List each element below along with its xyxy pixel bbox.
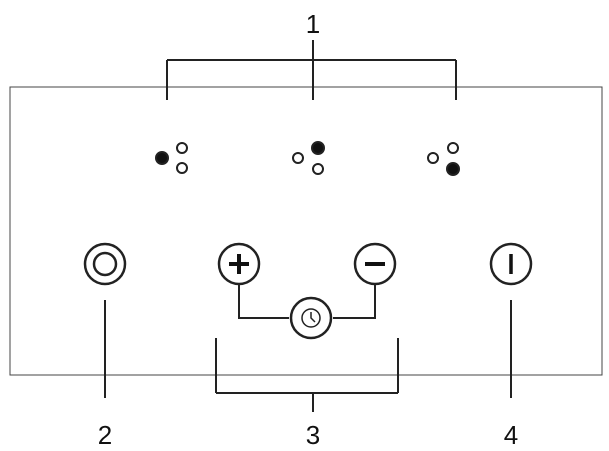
indicator-middle bbox=[292, 141, 325, 175]
minus-button[interactable] bbox=[353, 242, 397, 286]
indicator-right bbox=[427, 142, 460, 176]
callout-label-1: 1 bbox=[306, 9, 320, 39]
control-panel-outline bbox=[9, 86, 603, 376]
callout-label-2: 2 bbox=[98, 420, 112, 450]
callout-1-bracket bbox=[166, 40, 457, 100]
clock-icon bbox=[301, 308, 321, 328]
indicator-left bbox=[155, 142, 188, 174]
callout-3-bracket bbox=[215, 338, 399, 412]
plus-button[interactable] bbox=[217, 242, 261, 286]
timer-button[interactable] bbox=[289, 296, 333, 340]
plus-icon bbox=[229, 254, 249, 274]
callout-label-4: 4 bbox=[504, 420, 518, 450]
callout-label-3: 3 bbox=[306, 420, 320, 450]
timer-connector bbox=[238, 284, 376, 319]
concentric-circles-icon bbox=[92, 251, 118, 277]
on-off-button[interactable] bbox=[489, 242, 533, 286]
power-level-button[interactable] bbox=[83, 242, 127, 286]
